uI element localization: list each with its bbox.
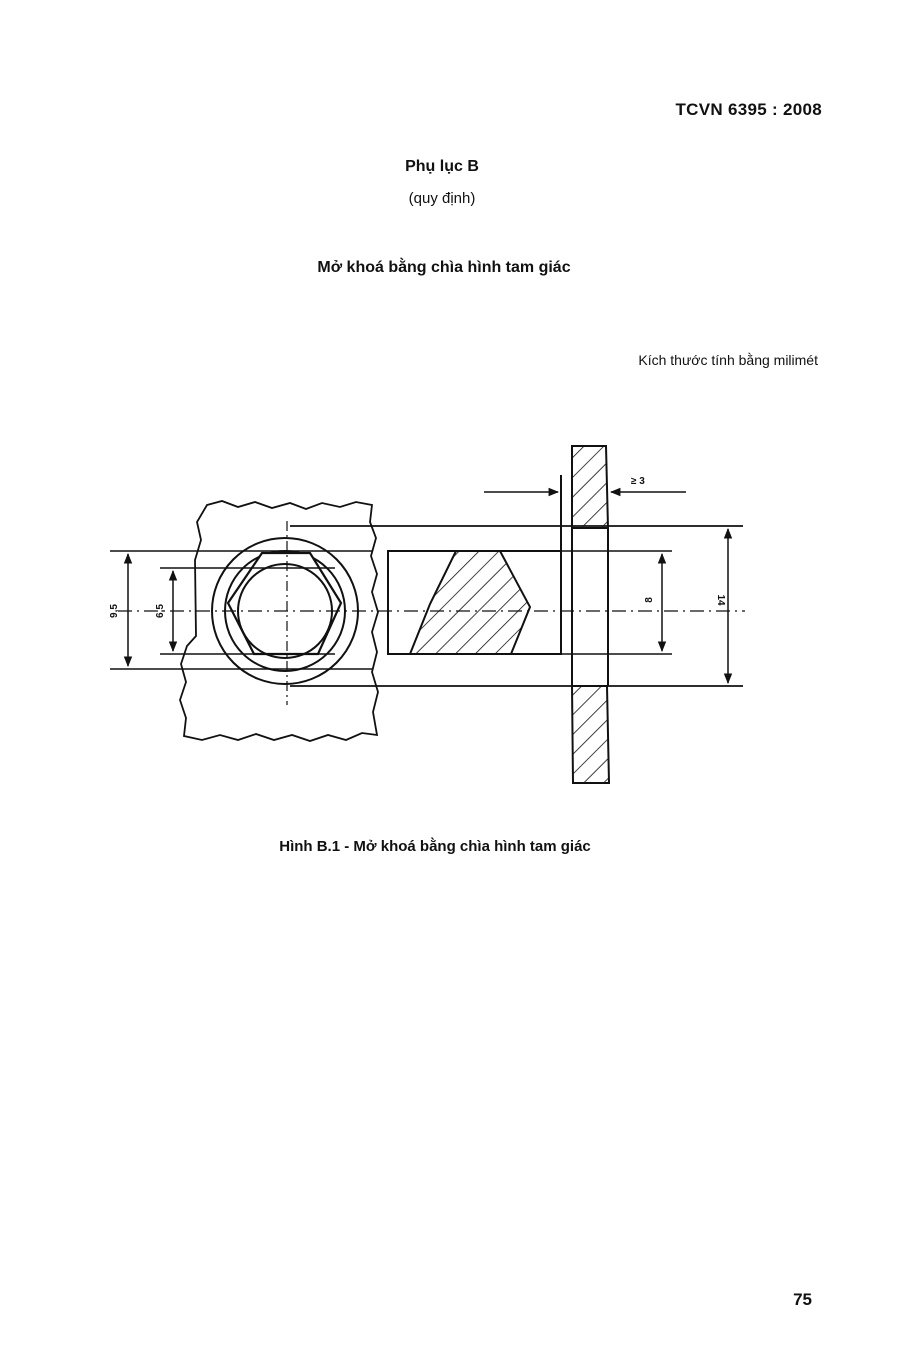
plate-upper [571, 445, 610, 529]
key-hatched-section [408, 550, 532, 655]
section-title: Mở khoá bằng chìa hình tam giác [317, 259, 571, 276]
dim-label-d4: 14 [715, 594, 726, 606]
annex-type: (quy định) [408, 190, 476, 207]
dim-label-d3: 8 [644, 597, 655, 603]
dim-label-d2: 6,5 [155, 604, 166, 618]
dim-label-d1: 9,5 [109, 604, 120, 618]
page-number: 75 [793, 1290, 812, 1309]
dim-label-gap: ≥ 3 [631, 476, 645, 487]
annex-label: Phụ lục B [405, 158, 479, 175]
units-note: Kích thước tính bằng milimét [638, 352, 818, 368]
figure-caption: Hình B.1 - Mở khoá bằng chìa hình tam gi… [279, 838, 591, 855]
standard-code: TCVN 6395 : 2008 [675, 100, 822, 119]
lock-body-outline [179, 500, 379, 742]
plate-lower [570, 685, 611, 784]
